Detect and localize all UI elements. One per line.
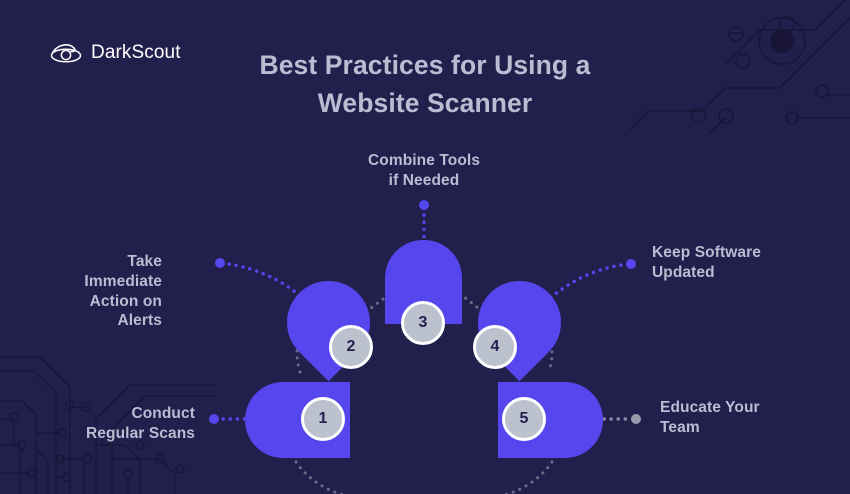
step-badge-3[interactable]: 3 bbox=[401, 301, 445, 345]
page-title-line-2: Website Scanner bbox=[317, 88, 533, 119]
page-title: Best Practices for Using a Website Scann… bbox=[215, 46, 635, 123]
connector-arc-5-bottom bbox=[501, 460, 554, 494]
step-label-1: Conduct Regular Scans bbox=[86, 405, 195, 442]
step-label-3: Combine Tools if Needed bbox=[367, 152, 481, 189]
step-badge-2[interactable]: 2 bbox=[329, 325, 373, 369]
connector-dot-step-2 bbox=[215, 258, 225, 268]
step-badge-4[interactable]: 4 bbox=[473, 325, 517, 369]
step-label-2: Take Immediate Action on Alerts bbox=[84, 253, 162, 330]
eye-scan-logo-icon bbox=[50, 44, 82, 63]
connector-dot-step-5 bbox=[631, 414, 641, 424]
connector-arc-1-bottom bbox=[294, 460, 347, 494]
step-label-5: Educate Your Team bbox=[660, 399, 760, 436]
brand-name: DarkScout bbox=[91, 42, 181, 63]
connector-dot-step-4 bbox=[626, 259, 636, 269]
step-badge-1[interactable]: 1 bbox=[301, 397, 345, 441]
step-label-4: Keep Software Updated bbox=[652, 244, 761, 281]
page-title-line-1: Best Practices for Using a bbox=[259, 50, 591, 80]
connector-step-4 bbox=[542, 262, 630, 306]
connector-dot-step-3 bbox=[419, 200, 429, 210]
step-badge-5[interactable]: 5 bbox=[502, 397, 546, 441]
brand-logo: DarkScout bbox=[50, 42, 181, 64]
connector-dot-step-1 bbox=[209, 414, 219, 424]
